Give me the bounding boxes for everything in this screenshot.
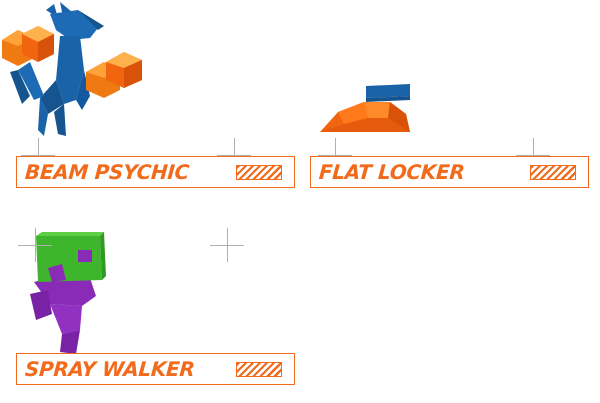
name-bar: BEAM PSYCHIC (16, 156, 295, 188)
crosshair-icon (318, 138, 352, 172)
character-name: BEAM PSYCHIC (24, 160, 190, 184)
flat-locker-sprite (320, 84, 410, 132)
name-bar: SPRAY WALKER (16, 353, 295, 385)
character-name: FLAT LOCKER (318, 160, 466, 184)
green-cube-head (36, 232, 106, 282)
character-card-flat-locker[interactable]: FLAT LOCKER (300, 0, 600, 195)
stripes-icon (236, 165, 282, 180)
crosshair-icon (217, 138, 251, 172)
purple-body (30, 274, 96, 354)
character-name: SPRAY WALKER (24, 357, 196, 381)
spray-walker-sprite (30, 232, 106, 354)
beam-psychic-sprite (2, 2, 142, 136)
blue-fox-body (10, 2, 104, 136)
name-bar: FLAT LOCKER (310, 156, 589, 188)
crosshair-icon (516, 138, 550, 172)
character-card-spray-walker[interactable]: SPRAY WALKER (0, 210, 300, 403)
orange-cube-left (2, 26, 54, 66)
orange-cube-right (86, 52, 142, 98)
crosshair-icon (210, 228, 244, 262)
crosshair-icon (18, 228, 52, 262)
blue-bar (366, 84, 410, 102)
character-card-beam-psychic[interactable]: BEAM PSYCHIC (0, 0, 300, 195)
stripes-icon (530, 165, 576, 180)
stripes-icon (236, 362, 282, 377)
crosshair-icon (21, 138, 55, 172)
orange-dome (320, 102, 410, 132)
